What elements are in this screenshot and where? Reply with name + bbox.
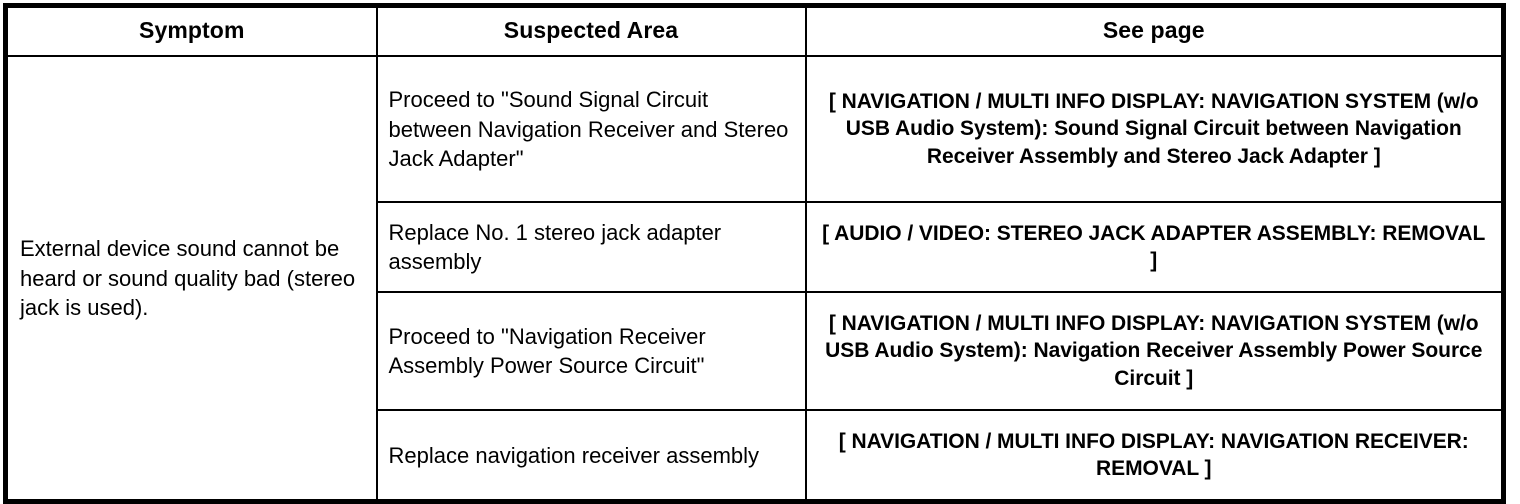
suspected-area-cell: Proceed to "Navigation Receiver Assembly… (375, 291, 807, 412)
table-row: Replace No. 1 stereo jack adapter assemb… (6, 201, 1505, 294)
document-page: Symptom Suspected Area See page External… (3, 3, 1506, 504)
see-page-cell: [ NAVIGATION / MULTI INFO DISPLAY: NAVIG… (804, 291, 1505, 412)
column-header-see-page: See page (804, 4, 1505, 58)
table-row: External device sound cannot be heard or… (4, 55, 1505, 503)
diagnostic-trouble-table: Symptom Suspected Area See page External… (3, 3, 1506, 504)
table-body: External device sound cannot be heard or… (4, 55, 1505, 503)
symptom-cell: External device sound cannot be heard or… (4, 55, 378, 503)
column-header-suspected-area: Suspected Area (375, 4, 807, 58)
table-header: Symptom Suspected Area See page (4, 4, 1505, 58)
suspected-area-cell: Proceed to "Sound Signal Circuit between… (375, 55, 807, 204)
see-page-cell: [ NAVIGATION / MULTI INFO DISPLAY: NAVIG… (804, 409, 1505, 503)
see-page-cell: [ NAVIGATION / MULTI INFO DISPLAY: NAVIG… (804, 55, 1505, 204)
see-page-cell: [ AUDIO / VIDEO: STEREO JACK ADAPTER ASS… (804, 201, 1505, 294)
column-header-symptom: Symptom (4, 4, 378, 58)
suspected-area-cell: Replace No. 1 stereo jack adapter assemb… (375, 201, 807, 294)
table-row: Proceed to "Navigation Receiver Assembly… (6, 291, 1505, 412)
table-header-row: Symptom Suspected Area See page (4, 4, 1505, 58)
suspected-area-cell: Replace navigation receiver assembly (375, 409, 807, 503)
